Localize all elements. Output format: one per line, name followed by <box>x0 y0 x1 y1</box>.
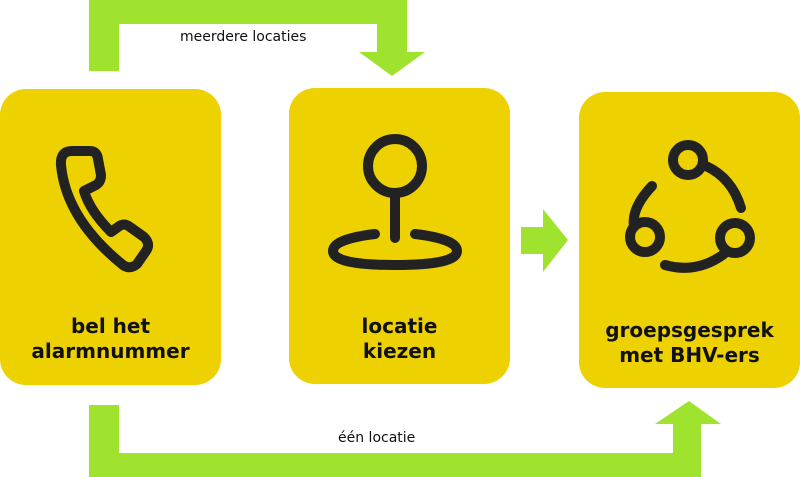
map-pin-icon <box>327 134 463 271</box>
step-card-group: groepsgesprek met BHV-ers <box>579 92 800 388</box>
edge-label-multiple-locations: meerdere locaties <box>180 29 307 45</box>
arrow-location-to-group <box>521 209 568 272</box>
phone-icon <box>55 146 154 273</box>
step-label-line1: bel het <box>70 314 151 338</box>
share-network-icon <box>625 140 755 273</box>
step-label-line2: kiezen <box>362 339 437 363</box>
step-label-line1: locatie <box>361 314 438 338</box>
edge-label-single-location: één locatie <box>338 430 416 446</box>
step-label-line1: groepsgesprek <box>605 318 774 342</box>
step-label-line2: met BHV-ers <box>619 343 760 367</box>
step-card-location: locatie kiezen <box>289 88 510 384</box>
arrow-call-to-location <box>89 0 425 76</box>
step-card-call: bel het alarmnummer <box>0 89 221 385</box>
arrow-call-to-group <box>89 401 721 477</box>
step-label-line2: alarmnummer <box>31 339 190 363</box>
